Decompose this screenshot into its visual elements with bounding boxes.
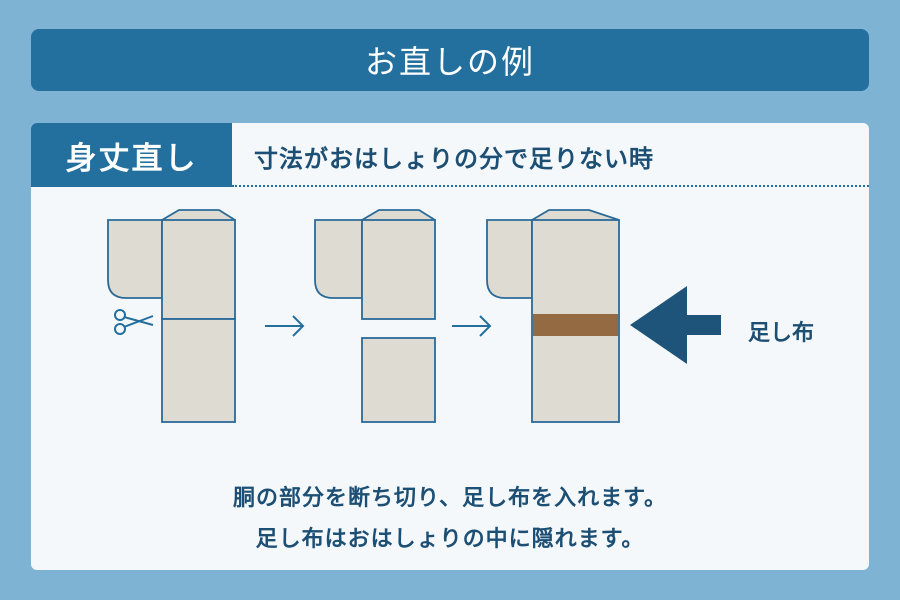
dotted-divider <box>232 185 869 187</box>
section-tag: 身丈直し <box>31 123 232 187</box>
insert-pointer-arrow-icon <box>630 286 721 364</box>
example-card: 身丈直し 寸法がおはしょりの分で足りない時 <box>31 123 869 570</box>
kimono-extended-sleeve <box>486 219 533 299</box>
step-arrow-icon <box>452 315 492 337</box>
kimono-cut-collar <box>361 209 436 221</box>
page-title: お直しの例 <box>364 43 535 81</box>
kimono-original-collar <box>161 209 236 221</box>
kimono-cut-upper-body <box>361 219 436 320</box>
kimono-original <box>107 209 236 423</box>
scissors-icon <box>114 309 154 335</box>
insert-fabric-label: 足し布 <box>748 321 815 346</box>
caption-line: 胴の部分を断ち切り、足し布を入れます。 <box>233 486 667 511</box>
title-bar: お直しの例 <box>31 29 869 91</box>
kimono-original-sleeve <box>107 219 163 299</box>
kimono-original-lower-body <box>161 318 236 423</box>
section-subtitle: 寸法がおはしょりの分で足りない時 <box>254 145 654 173</box>
kimono-extended-collar <box>531 209 620 221</box>
caption-line: 足し布はおはしょりの中に隠れます。 <box>255 527 645 552</box>
kimono-cut-lower-body <box>361 337 436 423</box>
kimono-cut-sleeve <box>314 219 363 299</box>
kimono-extended <box>486 209 620 423</box>
alteration-diagram <box>107 209 721 423</box>
kimono-cut <box>314 209 436 423</box>
insert-fabric <box>533 314 618 336</box>
step-arrow-icon <box>265 315 305 337</box>
section-tag-label: 身丈直し <box>65 140 198 177</box>
kimono-original-upper-body <box>161 219 236 320</box>
